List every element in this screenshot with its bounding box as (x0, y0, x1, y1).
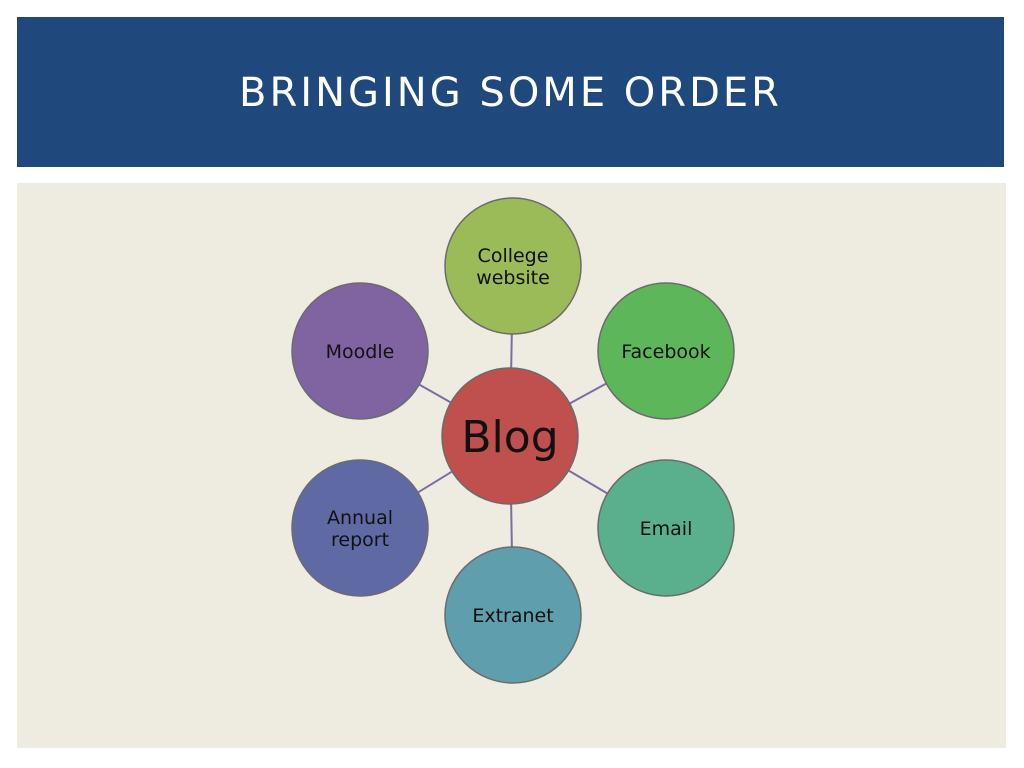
connector-facebook (569, 382, 607, 405)
node-extranet: Extranet (444, 546, 582, 684)
node-label-email: Email (640, 518, 693, 540)
center-node-blog: Blog (441, 367, 579, 505)
node-moodle: Moodle (291, 282, 429, 420)
node-circle-college-website (444, 197, 582, 335)
node-circle-annual-report (291, 459, 429, 597)
center-node-label: Blog (461, 412, 558, 463)
node-email: Email (597, 459, 735, 597)
node-label-facebook: Facebook (621, 341, 710, 363)
connector-annual-report (417, 470, 453, 494)
node-label-annual-report: report (331, 529, 389, 551)
node-label-extranet: Extranet (472, 605, 553, 627)
title-bar: BRINGING SOME ORDER (17, 17, 1004, 167)
slide-title: BRINGING SOME ORDER (239, 70, 782, 116)
node-circle-email (597, 459, 735, 597)
node-facebook: Facebook (597, 282, 735, 420)
node-circle-extranet (444, 546, 582, 684)
connector-moodle (418, 383, 452, 404)
node-label-annual-report: Annual (327, 507, 393, 529)
connector-email (568, 469, 608, 495)
node-circle-facebook (597, 282, 735, 420)
node-label-college-website: website (476, 267, 550, 289)
node-circle-moodle (291, 282, 429, 420)
connector-college-website (510, 333, 513, 369)
node-label-college-website: College (478, 245, 549, 267)
node-label-moodle: Moodle (326, 341, 395, 363)
connector-extranet (510, 503, 513, 548)
center-node-circle (441, 367, 579, 505)
